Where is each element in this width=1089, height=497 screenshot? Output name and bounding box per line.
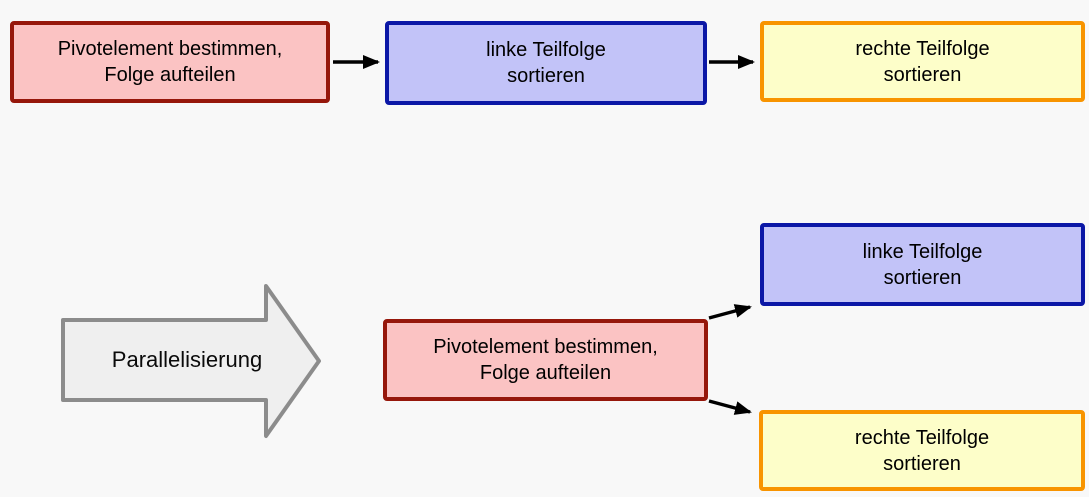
node-label-line: sortieren (883, 452, 961, 475)
arrow-par-pivot-to-left (708, 304, 752, 320)
node-label-line: rechte Teilfolge (855, 37, 990, 60)
node-label-line: sortieren (883, 63, 962, 86)
node-label-line: sortieren (507, 65, 585, 87)
node-label-line: linke Teilfolge (862, 240, 983, 263)
node-sequential-left-sort: linke Teilfolge sortieren (385, 21, 707, 105)
node-label-line: rechte Teilfolge (854, 426, 990, 449)
parallelisierung-block-arrow (61, 284, 321, 438)
node-parallel-left-sort: linke Teilfolge sortieren (760, 223, 1085, 306)
parallelisierung-label: Parallelisierung (111, 347, 263, 372)
node-sequential-right-sort: rechte Teilfolge sortieren (760, 21, 1085, 102)
node-sequential-pivot: Pivotelement bestimmen, Folge aufteilen (10, 21, 330, 103)
node-label-line: Folge aufteilen (104, 64, 236, 86)
node-label-line: linke Teilfolge (486, 39, 606, 61)
node-label-line: Pivotelement bestimmen, (57, 38, 283, 60)
arrow-par-pivot-to-right (708, 399, 752, 415)
node-parallel-right-sort: rechte Teilfolge sortieren (759, 410, 1085, 491)
node-label-line: Pivotelement bestimmen, (433, 336, 658, 358)
node-parallel-pivot: Pivotelement bestimmen, Folge aufteilen (383, 319, 708, 401)
node-label-line: Folge aufteilen (479, 362, 612, 384)
node-label-line: sortieren (883, 266, 962, 289)
